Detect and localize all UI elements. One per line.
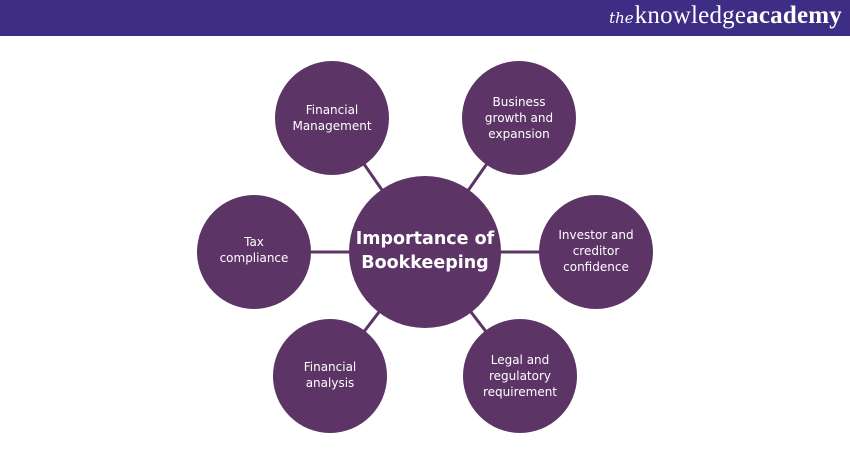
node-financial-analysis: Financial analysis [273,319,387,433]
node-label-line: Tax [243,235,264,249]
brand-logo: the knowledge academy [609,2,842,34]
node-investor-confidence: Investor and creditor confidence [539,195,653,309]
node-label-line: analysis [306,376,355,390]
hub-circle [349,176,501,328]
node-legal-regulatory: Legal and regulatory requirement [463,319,577,433]
logo-prefix: the [609,9,634,27]
node-circle [273,319,387,433]
node-circle [539,195,653,309]
node-business-growth: Business growth and expansion [462,61,576,175]
node-label-line: Financial [306,103,359,117]
node-label-line: Financial [304,360,357,374]
node-label-line: compliance [220,251,289,265]
node-label-line: expansion [488,127,549,141]
node-label-line: requirement [483,385,557,399]
node-label-line: Business [493,95,546,109]
header-bar: the knowledge academy [0,0,850,36]
node-label-line: regulatory [489,369,551,383]
node-circle [462,61,576,175]
node-tax-compliance: Tax compliance [197,195,311,309]
node-label-line: Legal and [491,353,550,367]
node-circle [463,319,577,433]
node-label-line: growth and [485,111,553,125]
node-circle [275,61,389,175]
node-circle [197,195,311,309]
node-financial-management: Financial Management [275,61,389,175]
node-label-line: creditor [573,244,620,258]
logo-word-knowledge: knowledge [634,2,747,29]
node-label-line: confidence [563,260,629,274]
logo-word-academy: academy [746,2,842,29]
hub-node: Importance of Bookkeeping [349,176,501,328]
node-label-line: Management [292,119,371,133]
node-label-line: Investor and [558,228,633,242]
hub-title-line: Bookkeeping [361,253,488,273]
hub-title-line: Importance of [356,229,495,249]
